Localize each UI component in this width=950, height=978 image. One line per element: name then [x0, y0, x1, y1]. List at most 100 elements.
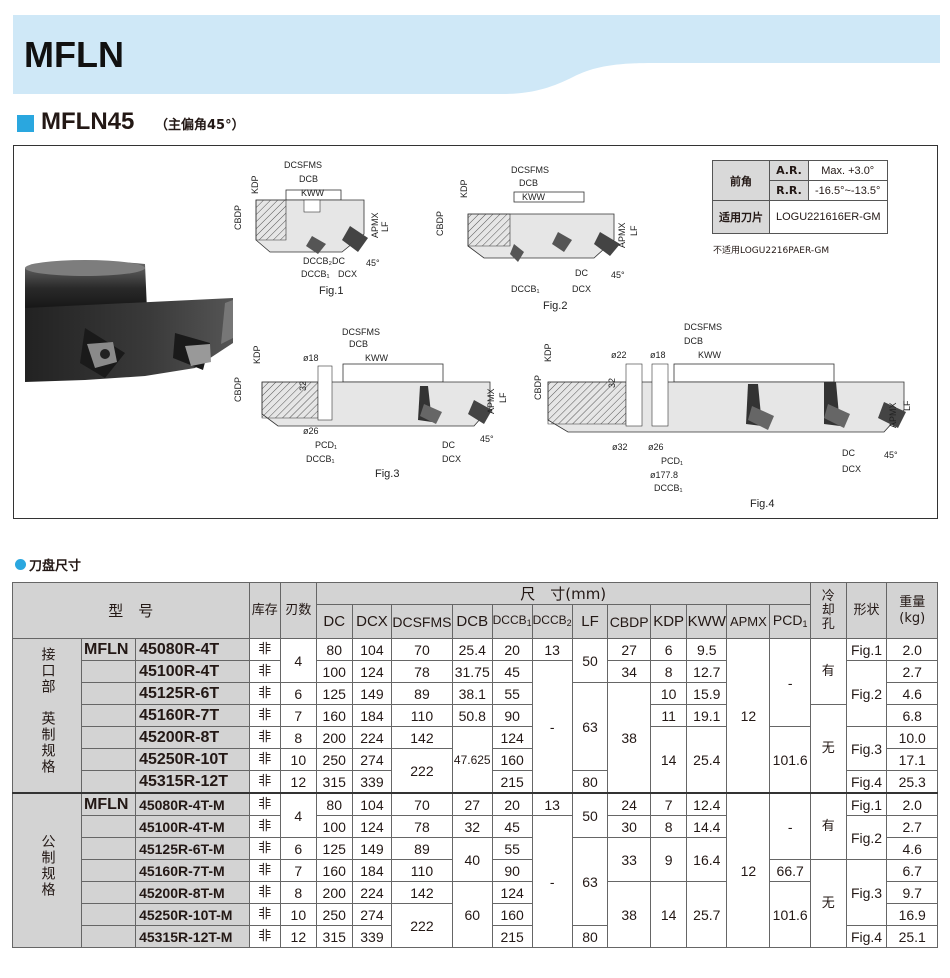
- prefix-blank: [80, 770, 137, 794]
- fig3-d18-label: ø18: [303, 353, 319, 363]
- fig4-d18-label: ø18: [650, 350, 666, 360]
- dcsfms-cell: 70: [391, 638, 453, 661]
- dc-cell: 80: [315, 638, 353, 661]
- fig1-drawing: [255, 189, 368, 254]
- rake-angle-table: 前角 A.R. Max. +3.0° R.R. -16.5°~-13.5° 适用…: [712, 160, 888, 234]
- cbdp-cell: 24: [607, 792, 651, 816]
- prefix-blank: [80, 815, 137, 838]
- weight-cell: 16.9: [886, 903, 938, 926]
- rake-label: 前角: [712, 160, 770, 201]
- dccb1-cell: 55: [491, 837, 533, 860]
- col-pcd1: PCD1: [769, 604, 811, 639]
- col-kdp: KDP: [649, 604, 688, 639]
- dc-cell: 160: [315, 704, 353, 727]
- fig1-caption: Fig.1: [319, 285, 344, 297]
- table-row: 接口部 英制规格 MFLN 45080R-4T 非 4 80 104 70 25…: [12, 638, 938, 794]
- fig4-caption: Fig.4: [750, 498, 775, 510]
- col-coolant: 冷却孔: [809, 582, 847, 639]
- bullet-dot-icon: [15, 559, 26, 570]
- dc-cell: 125: [315, 682, 353, 705]
- fig2-caption: Fig.2: [543, 300, 568, 312]
- table-row: 45315R-12T 非 12 315 339 215 80 Fig.4 25.…: [13, 770, 938, 794]
- model-cell: 45200R-8T: [135, 726, 250, 749]
- weight-cell: 4.6: [886, 682, 938, 705]
- teeth-cell: 6: [280, 682, 317, 705]
- col-dccb1-label: DCCB: [492, 613, 527, 627]
- col-dccb1-sub: 1: [526, 618, 532, 628]
- kww-cell: 25.7: [686, 881, 728, 948]
- shape-cell: Fig.2: [845, 660, 888, 727]
- fig2-dcb-label: DCB: [519, 178, 539, 188]
- shape-cell: Fig.4: [845, 770, 888, 794]
- fig3-dccb1-label: DCCB₁: [306, 454, 335, 464]
- fig4-dcb-label: DCB: [684, 336, 704, 346]
- cbdp-cell: 38: [607, 881, 651, 948]
- dccb2-cell: -: [531, 660, 573, 794]
- kww-cell: 9.5: [686, 638, 728, 661]
- group-metric-label: 公制规格: [12, 792, 82, 948]
- dcx-cell: 124: [351, 660, 393, 683]
- prefix-blank: [80, 660, 137, 683]
- stock-cell: 非: [248, 815, 282, 838]
- dcx-cell: 149: [351, 682, 393, 705]
- fig3-pcd1-label: PCD₁: [315, 440, 338, 450]
- spec-table: 型 号 库存 刃数 尺 寸(mm) 冷却孔 形状 重量(kg) DC DCX D…: [12, 582, 938, 948]
- stock-cell: 非: [248, 925, 282, 948]
- model-cell: 45250R-10T-M: [135, 903, 250, 926]
- dcsfms-cell: 142: [391, 726, 453, 749]
- lf-cell: 50: [571, 792, 609, 838]
- kdp-cell: 11: [649, 704, 688, 727]
- fig4-kdp-label: KDP: [543, 343, 553, 362]
- fig2-dc-label: DC: [575, 268, 588, 278]
- table-row: 45125R-6T 非 6 125 149 89 38.1 55 63 38 1…: [13, 682, 938, 794]
- fig3-angle-label: 45°: [480, 434, 494, 444]
- fig3-dcsfms-label: DCSFMS: [342, 327, 380, 337]
- table-row: 45200R-8T 非 8 200 224 142 47.625 124 14 …: [13, 726, 938, 794]
- dccb1-cell: 160: [491, 748, 533, 771]
- fig3-cbdp-label: CBDP: [233, 376, 243, 402]
- table-row: 45125R-6T-M 非 6 125 149 89 40 55 63 33 9…: [13, 837, 938, 926]
- rr-label: R.R.: [769, 180, 809, 201]
- teeth-cell: 8: [280, 726, 317, 749]
- col-dccb2: DCCB2: [531, 604, 573, 639]
- dcsfms-cell: 70: [391, 792, 453, 816]
- dc-cell: 100: [315, 660, 353, 683]
- fig3-drawing: [261, 363, 492, 427]
- col-shape: 形状: [845, 582, 888, 639]
- dc-cell: 250: [315, 903, 353, 926]
- kdp-cell: 8: [649, 660, 688, 683]
- dc-cell: 125: [315, 837, 353, 860]
- dcb-cell: 60: [451, 881, 493, 948]
- kdp-cell: 6: [649, 638, 688, 661]
- fig1-angle-label: 45°: [366, 258, 380, 268]
- coolant-cell: 有: [809, 638, 847, 705]
- fig4-dc-label: DC: [842, 448, 855, 458]
- dccb1-cell: 90: [491, 859, 533, 882]
- dcx-cell: 104: [351, 638, 393, 661]
- dccb1-cell: 90: [491, 704, 533, 727]
- col-dccb2-label: DCCB: [532, 613, 567, 627]
- cbdp-cell: 34: [607, 660, 651, 683]
- dcx-cell: 224: [351, 726, 393, 749]
- section-title: MFLN45: [41, 108, 135, 135]
- dccb1-cell: 20: [491, 638, 533, 661]
- dcx-cell: 339: [351, 770, 393, 794]
- dcsfms-cell: 78: [391, 660, 453, 683]
- stock-cell: 非: [248, 704, 282, 727]
- fig3-kww-label: KWW: [365, 353, 388, 363]
- dcsfms-cell: 110: [391, 704, 453, 727]
- section-square-icon: [17, 115, 34, 132]
- fig1-dccb1-label: DCCB₁: [301, 269, 330, 279]
- dcb-cell: 25.4: [451, 638, 493, 661]
- pcd1-cell: 101.6: [769, 881, 811, 948]
- dcsfms-cell: 110: [391, 859, 453, 882]
- dcb-cell: 40: [451, 837, 493, 882]
- dcsfms-cell: 78: [391, 815, 453, 838]
- fig1-dc-label: DC: [332, 256, 345, 266]
- fig2-lf-label: LF: [629, 225, 639, 236]
- fig4-d32-label: ø32: [612, 442, 628, 452]
- dccb2-cell: 13: [531, 638, 573, 661]
- kdp-cell: 10: [649, 682, 688, 705]
- dccb1-cell: 45: [491, 815, 533, 838]
- teeth-cell: 6: [280, 837, 317, 860]
